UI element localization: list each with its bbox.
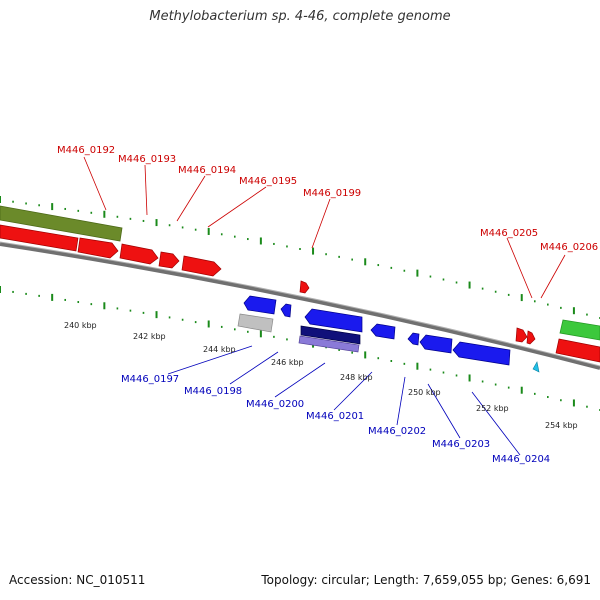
length-text: Length: 7,659,055 bp <box>373 573 503 587</box>
forward-leaders <box>83 156 566 299</box>
gene-m446-0196[interactable] <box>181 255 222 277</box>
label-m446-0202[interactable]: M446_0202 <box>368 426 426 437</box>
gene-m446-0204[interactable] <box>452 341 511 366</box>
topology-text: Topology: circular <box>261 573 366 587</box>
scale-label-242: 242 kbp <box>133 332 166 341</box>
reverse-leaders <box>167 345 521 456</box>
label-m446-0201[interactable]: M446_0201 <box>306 411 364 422</box>
label-m446-0199[interactable]: M446_0199 <box>303 188 361 199</box>
scale-label-246: 246 kbp <box>271 358 304 367</box>
rna-feature-right[interactable] <box>559 319 600 341</box>
reverse-genes <box>237 295 540 373</box>
label-m446-0198[interactable]: M446_0198 <box>184 386 242 397</box>
label-m446-0197[interactable]: M446_0197 <box>121 374 179 385</box>
label-m446-0200[interactable]: M446_0200 <box>246 399 304 410</box>
gene-m446-0202[interactable] <box>407 332 420 346</box>
label-m446-0193[interactable]: M446_0193 <box>118 154 176 165</box>
scale-labels: 240 kbp 242 kbp 244 kbp 246 kbp 248 kbp … <box>64 321 578 430</box>
rna-feature-left[interactable] <box>0 205 123 242</box>
gene-m446-0197-small[interactable] <box>280 303 292 318</box>
gene-m446-0193[interactable] <box>77 237 119 259</box>
scale-label-250: 250 kbp <box>408 388 441 397</box>
reverse-labels: M446_0197 M446_0198 M446_0200 M446_0201 … <box>121 374 550 465</box>
label-m446-0195[interactable]: M446_0195 <box>239 176 297 187</box>
label-m446-0206[interactable]: M446_0206 <box>540 242 598 253</box>
gene-m446-0198[interactable] <box>304 308 363 333</box>
upper-tick-track <box>0 196 600 319</box>
scale-label-254: 254 kbp <box>545 421 578 430</box>
gene-m446-0206-small[interactable] <box>526 330 536 345</box>
gene-m446-0206[interactable] <box>555 338 600 363</box>
genome-summary: Topology: circular; Length: 7,659,055 bp… <box>261 573 591 587</box>
label-m446-0194[interactable]: M446_0194 <box>178 165 236 176</box>
genome-backbone <box>0 242 600 370</box>
scale-label-244: 244 kbp <box>203 345 236 354</box>
pseudogene-feature[interactable] <box>237 313 274 333</box>
scale-label-240: 240 kbp <box>64 321 97 330</box>
lower-tick-track <box>0 286 600 411</box>
label-m446-0205[interactable]: M446_0205 <box>480 228 538 239</box>
label-m446-0192[interactable]: M446_0192 <box>57 145 115 156</box>
map-title: Methylobacterium sp. 4-46, complete geno… <box>149 9 451 24</box>
gene-m446-0201[interactable] <box>298 335 360 353</box>
label-m446-0204[interactable]: M446_0204 <box>492 454 550 465</box>
gene-m446-0201-arrow[interactable] <box>370 323 396 340</box>
forward-labels: M446_0192 M446_0193 M446_0194 M446_0195 … <box>57 145 598 253</box>
genome-backbone-highlight <box>0 241 600 367</box>
label-m446-0203[interactable]: M446_0203 <box>432 439 490 450</box>
forward-genes <box>0 224 600 363</box>
gene-m446-0192[interactable] <box>0 224 79 252</box>
scale-label-248: 248 kbp <box>340 373 373 382</box>
gene-m446-0203[interactable] <box>419 334 453 354</box>
accession-text: Accession: NC_010511 <box>9 573 146 587</box>
gene-m446-0199[interactable] <box>299 280 310 294</box>
gene-m446-0200[interactable] <box>300 325 361 345</box>
gene-cyan-feature[interactable] <box>532 361 540 373</box>
scale-label-252: 252 kbp <box>476 404 509 413</box>
gene-m446-0195[interactable] <box>158 251 180 269</box>
gene-m446-0197[interactable] <box>243 295 277 315</box>
gene-m446-0205[interactable] <box>515 327 528 343</box>
genes-text: Genes: 6,691 <box>510 573 591 587</box>
gene-m446-0194[interactable] <box>119 243 159 265</box>
